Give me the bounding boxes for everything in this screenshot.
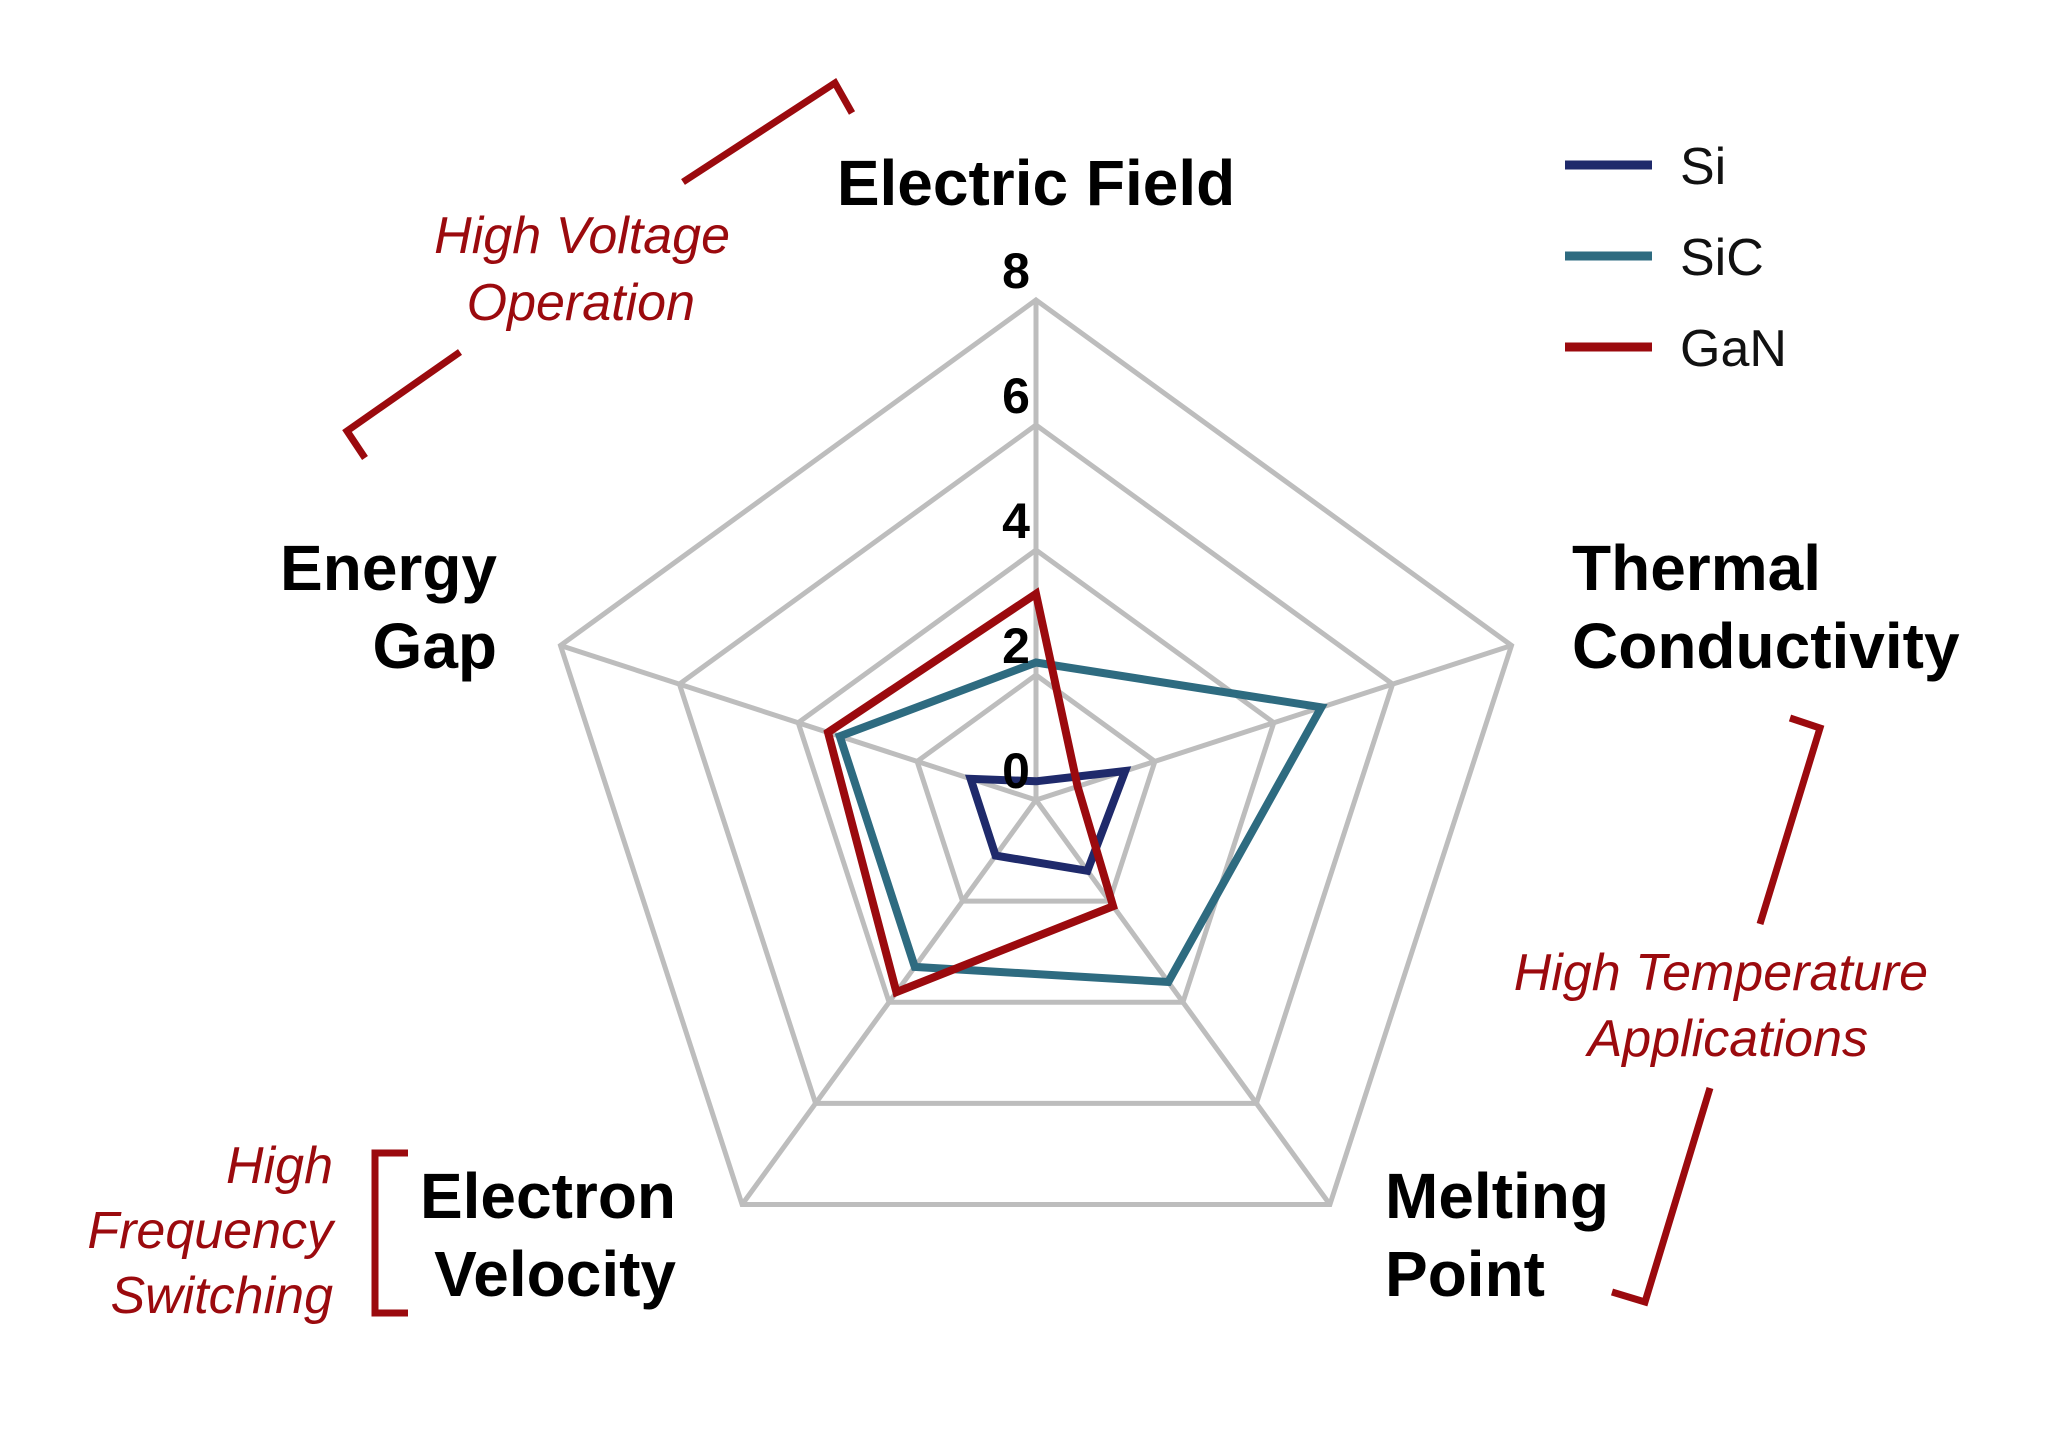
radar-grid — [557, 296, 1515, 1207]
legend: Si SiC GaN — [1565, 138, 1787, 378]
annotation-high-voltage-line1: High Voltage — [434, 207, 730, 265]
annotation-high-frequency: High Frequency Switching — [87, 1137, 408, 1325]
legend-label-si: Si — [1680, 138, 1726, 196]
legend-label-sic: SiC — [1680, 229, 1764, 287]
axis-label-2-line-1: Point — [1385, 1238, 1545, 1310]
annotation-high-frequency-line2: Frequency — [87, 1202, 336, 1260]
axis-label-4-line-0: Energy — [280, 532, 497, 604]
annotation-high-frequency-line1: High — [226, 1137, 333, 1195]
series-sic — [834, 658, 1328, 987]
grid-ring-3 — [676, 421, 1396, 1106]
grid-spoke-4 — [559, 643, 1037, 803]
axis-label-4-line-1: Gap — [373, 610, 497, 682]
annotation-high-temperature-line1: High Temperature — [1514, 944, 1928, 1002]
tick-labels: 0 2 4 6 8 — [1002, 243, 1030, 799]
bracket-high-frequency — [371, 1149, 408, 1317]
tick-label-4: 4 — [1002, 493, 1030, 549]
legend-label-gan: GaN — [1680, 320, 1787, 378]
axis-label-1-line-1: Conductivity — [1572, 610, 1960, 682]
bracket-high-voltage-upper — [681, 78, 856, 185]
annotation-high-temperature: High Temperature Applications — [1514, 714, 1928, 1307]
series-layer — [823, 587, 1328, 998]
tick-label-2: 2 — [1002, 618, 1030, 674]
annotation-high-voltage-line2: Operation — [467, 274, 695, 332]
tick-label-8: 8 — [1002, 243, 1030, 299]
grid-spoke-3 — [740, 798, 1039, 1206]
annotation-high-temperature-line2: Applications — [1585, 1010, 1868, 1068]
axis-label-1-line-0: Thermal — [1572, 532, 1821, 604]
axis-labels: Electric FieldThermalConductivityMelting… — [280, 147, 1960, 1310]
grid-ring-1 — [914, 671, 1158, 904]
axis-label-3-line-1: Velocity — [434, 1238, 676, 1310]
axis-label-2-line-0: Melting — [1385, 1160, 1609, 1232]
annotation-high-frequency-line3: Switching — [110, 1267, 333, 1325]
grid-ring-4 — [557, 296, 1515, 1207]
annotation-high-voltage: High Voltage Operation — [342, 78, 856, 460]
series-gan — [823, 587, 1118, 998]
bracket-high-voltage-lower — [342, 349, 463, 460]
bracket-high-temperature-upper — [1756, 714, 1825, 926]
axis-label-0-line-0: Electric Field — [837, 147, 1235, 219]
series-si — [965, 766, 1132, 876]
bracket-high-temperature-lower — [1610, 1086, 1714, 1307]
axis-label-3-line-0: Electron — [420, 1160, 676, 1232]
tick-label-6: 6 — [1002, 368, 1030, 424]
tick-label-0: 0 — [1002, 743, 1030, 799]
